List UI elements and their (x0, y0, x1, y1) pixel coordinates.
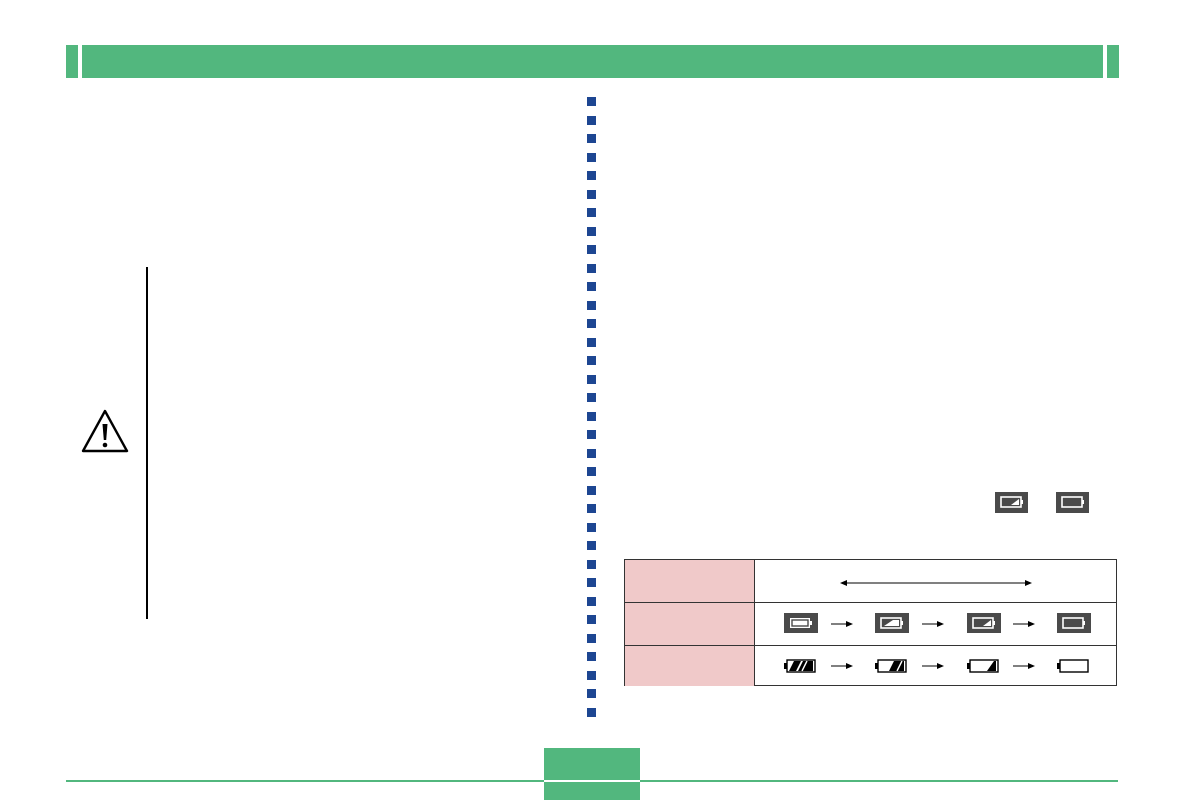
battery-dark-sequence (755, 602, 1116, 645)
battery-empty-dark-icon (1056, 492, 1089, 513)
divider-dot (587, 189, 596, 199)
divider-dot (587, 300, 596, 310)
caution-rule (146, 267, 148, 619)
battery-half-outline-icon (875, 657, 909, 677)
arrow-right-icon (1013, 663, 1035, 669)
battery-full-dark-icon (784, 613, 818, 633)
table-row-label (625, 602, 755, 645)
divider-dot (587, 467, 596, 476)
header-bar-main (82, 45, 1103, 78)
divider-dot (587, 652, 596, 661)
divider-dot (587, 504, 596, 513)
divider-dot (587, 263, 596, 273)
divider-dot (587, 448, 596, 458)
divider-dot (587, 541, 596, 550)
arrow-right-icon (922, 663, 944, 669)
divider-dot (587, 670, 596, 680)
divider-dot (587, 115, 596, 125)
divider-dot (587, 337, 596, 347)
divider-dot (587, 393, 596, 402)
battery-empty-outline-icon (1057, 657, 1091, 677)
divider-dot (587, 356, 596, 365)
divider-dot (587, 633, 596, 643)
divider-dot (587, 411, 596, 421)
battery-outline-sequence (755, 645, 1116, 686)
divider-dot (587, 596, 596, 606)
header-bar-left-cap (66, 45, 78, 78)
divider-dot (587, 522, 596, 532)
inline-battery-icons (995, 492, 1091, 514)
header-bar-right-cap (1107, 45, 1119, 78)
table-divider (755, 602, 1116, 603)
divider-dot (587, 615, 596, 624)
battery-half-dark-icon (875, 613, 909, 633)
page-number-box (544, 748, 640, 800)
divider-dot (587, 430, 596, 439)
divider-dot (587, 374, 596, 384)
table-row-label (625, 645, 755, 686)
battery-level-table (624, 559, 1117, 686)
divider-dot (587, 171, 596, 180)
range-double-arrow-icon (840, 580, 1032, 586)
divider-dot (587, 226, 596, 236)
warning-triangle-icon (80, 408, 130, 454)
divider-dot (587, 485, 596, 495)
header-bar (66, 45, 1119, 78)
divider-dot (587, 245, 596, 254)
column-divider (587, 97, 597, 727)
divider-dot (587, 689, 596, 698)
table-divider (755, 645, 1116, 646)
divider-dot (587, 282, 596, 291)
arrow-right-icon (831, 663, 853, 669)
divider-dot (587, 97, 596, 106)
page-number-box-gap (544, 780, 640, 782)
battery-empty-dark-icon (1057, 613, 1091, 633)
arrow-right-icon (831, 621, 853, 627)
arrow-right-icon (1013, 621, 1035, 627)
arrow-right-icon (922, 621, 944, 627)
divider-dot (587, 152, 596, 162)
battery-low-outline-icon (967, 657, 1001, 677)
divider-dot (587, 707, 596, 717)
battery-low-dark-icon (995, 492, 1028, 513)
divider-dot (587, 319, 596, 328)
battery-low-dark-icon (967, 613, 1001, 633)
battery-full-outline-icon (784, 657, 818, 677)
divider-dot (587, 208, 596, 217)
divider-dot (587, 578, 596, 587)
divider-dot (587, 559, 596, 569)
divider-dot (587, 134, 596, 143)
table-row-label (625, 560, 755, 602)
